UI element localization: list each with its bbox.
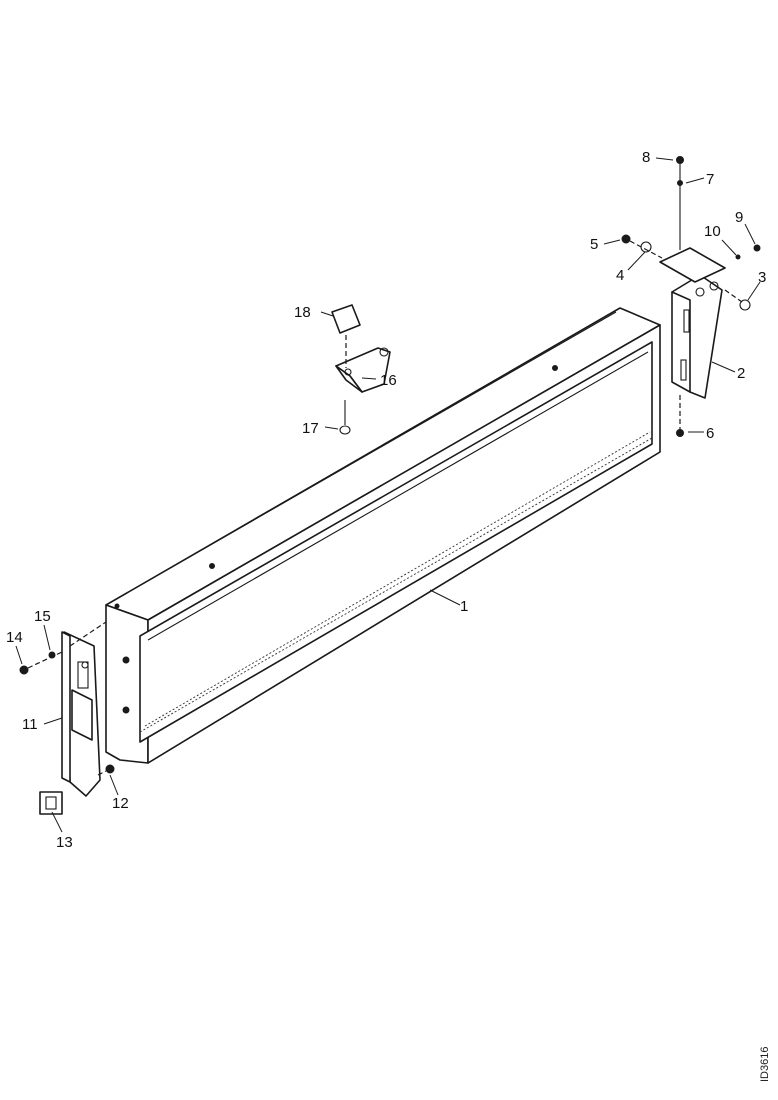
label-part-17: 17 (302, 420, 319, 437)
label-part-12: 12 (112, 795, 129, 812)
left-latch-assembly (19, 621, 115, 797)
right-hardware (621, 234, 761, 311)
right-bracket (659, 247, 726, 399)
label-part-15: 15 (34, 608, 51, 625)
label-part-11: 11 (22, 716, 38, 733)
figure-code: ID3616 (759, 1047, 771, 1082)
panel-frame (105, 307, 661, 764)
label-part-9: 9 (735, 209, 743, 226)
label-part-4: 4 (616, 267, 624, 284)
label-part-13: 13 (56, 834, 73, 851)
label-part-8: 8 (642, 149, 650, 166)
label-part-14: 14 (6, 629, 23, 646)
label-part-10: 10 (704, 223, 721, 240)
label-part-7: 7 (706, 171, 714, 188)
label-part-3: 3 (758, 269, 766, 286)
label-part-2: 2 (737, 365, 745, 382)
leader-lines (15, 157, 761, 833)
label-part-1: 1 (460, 598, 468, 615)
label-part-6: 6 (706, 425, 714, 442)
label-part-5: 5 (590, 236, 598, 253)
label-part-18: 18 (294, 304, 311, 321)
center-clip-assembly (331, 304, 391, 435)
label-part-16: 16 (380, 372, 397, 389)
hinge-rod (676, 156, 684, 437)
part-labels: 1 2 3 4 5 6 7 8 9 10 11 12 13 14 15 16 1… (6, 149, 766, 851)
clip-part (39, 791, 63, 815)
